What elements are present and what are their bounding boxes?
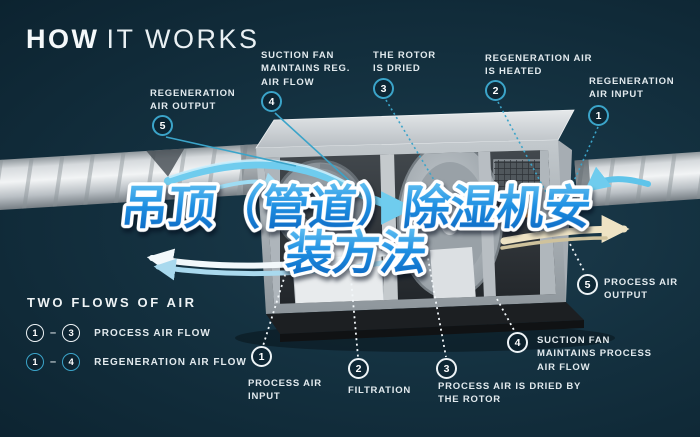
- label-process-air-output: PROCESS AIR OUTPUT: [604, 277, 678, 302]
- legend-circle-3: 3: [62, 324, 81, 342]
- label-process-air-input: PROCESS AIR INPUT: [248, 378, 322, 403]
- badge-process-5: 5: [577, 274, 598, 295]
- dehumidifier-unit: [255, 109, 584, 342]
- legend-circle-4: 4: [62, 353, 81, 371]
- regeneration-inlet-ribbon: [584, 166, 651, 193]
- legend-row-regeneration: 1 – 4 REGENERATION AIR FLOW: [26, 353, 247, 371]
- left-spiral-duct: [0, 144, 262, 211]
- process-air-ribbon: [164, 160, 415, 225]
- label-suction-fan-process: SUCTION FAN MAINTAINS PROCESS AIR FLOW: [537, 335, 652, 373]
- legend-label-process: PROCESS AIR FLOW: [94, 327, 211, 339]
- badge-regeneration-1: 1: [588, 105, 609, 126]
- label-rotor-is-dried: THE ROTOR IS DRIED: [373, 50, 436, 75]
- machine-base: [266, 302, 584, 334]
- legend-dash: –: [50, 327, 57, 339]
- legend-heading: TWO FLOWS OF AIR: [27, 295, 197, 310]
- badge-process-4: 4: [507, 332, 528, 353]
- legend-circle-1: 1: [26, 324, 44, 342]
- badge-regeneration-3: 3: [373, 78, 394, 99]
- label-regeneration-air-heated: REGENERATION AIR IS HEATED: [485, 53, 593, 78]
- badge-process-2: 2: [348, 358, 369, 379]
- badge-regeneration-5: 5: [152, 115, 173, 136]
- title-bold: HOW: [26, 24, 100, 54]
- title-light: IT WORKS: [106, 24, 260, 54]
- legend-circle-1b: 1: [26, 353, 44, 371]
- badge-process-3: 3: [436, 358, 457, 379]
- label-filtration: FILTRATION: [348, 385, 412, 396]
- leader-lines: [165, 99, 599, 358]
- label-regeneration-air-input: REGENERATION AIR INPUT: [589, 76, 675, 101]
- legend-dash-2: –: [50, 356, 57, 368]
- label-process-air-dried: PROCESS AIR IS DRIED BY THE ROTOR: [438, 381, 581, 406]
- legend-row-process: 1 – 3 PROCESS AIR FLOW: [26, 324, 211, 342]
- process-outlet-ribbon: [500, 215, 630, 245]
- label-suction-fan-reg: SUCTION FAN MAINTAINS REG. AIR FLOW: [261, 50, 351, 88]
- badge-regeneration-2: 2: [485, 80, 506, 101]
- label-regeneration-air-output: REGENERATION AIR OUTPUT: [150, 88, 236, 113]
- badge-regeneration-4: 4: [261, 91, 282, 112]
- badge-process-1: 1: [251, 346, 272, 367]
- air-flow-ribbons: [146, 159, 651, 281]
- legend-label-regeneration: REGENERATION AIR FLOW: [94, 356, 247, 368]
